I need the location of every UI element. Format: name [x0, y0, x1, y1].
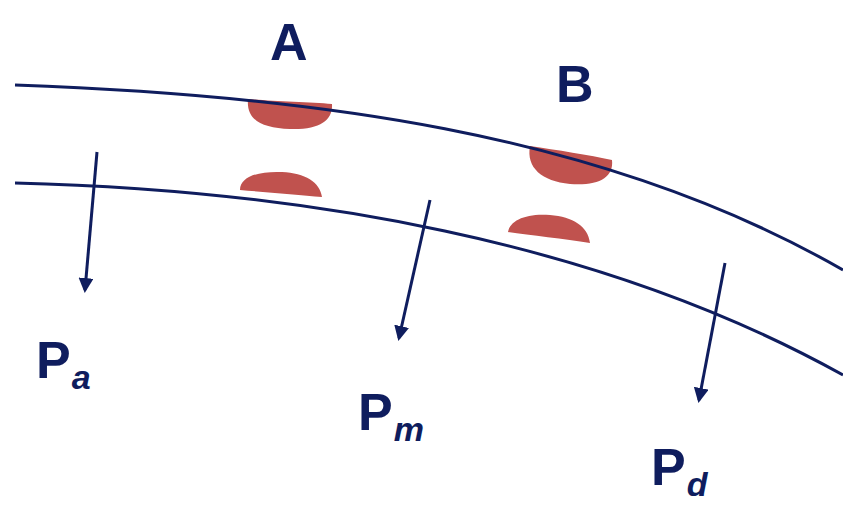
pressure-subscript: m — [394, 412, 424, 446]
pressure-subscript: d — [687, 467, 708, 501]
pressure-arrow — [85, 152, 97, 290]
pressure-symbol: P — [651, 441, 686, 493]
region-label: A — [270, 16, 308, 68]
pressure-symbol: P — [36, 334, 71, 386]
pressure-subscript: a — [72, 360, 91, 394]
pressure-symbol: P — [358, 386, 393, 438]
region-label: B — [556, 58, 594, 110]
blob-a-bottom — [240, 172, 322, 197]
blob-b-bottom — [508, 215, 590, 243]
upper-wall — [15, 85, 843, 270]
pressure-arrow — [699, 263, 725, 400]
pressure-arrow — [399, 200, 430, 338]
lower-wall — [15, 183, 843, 375]
